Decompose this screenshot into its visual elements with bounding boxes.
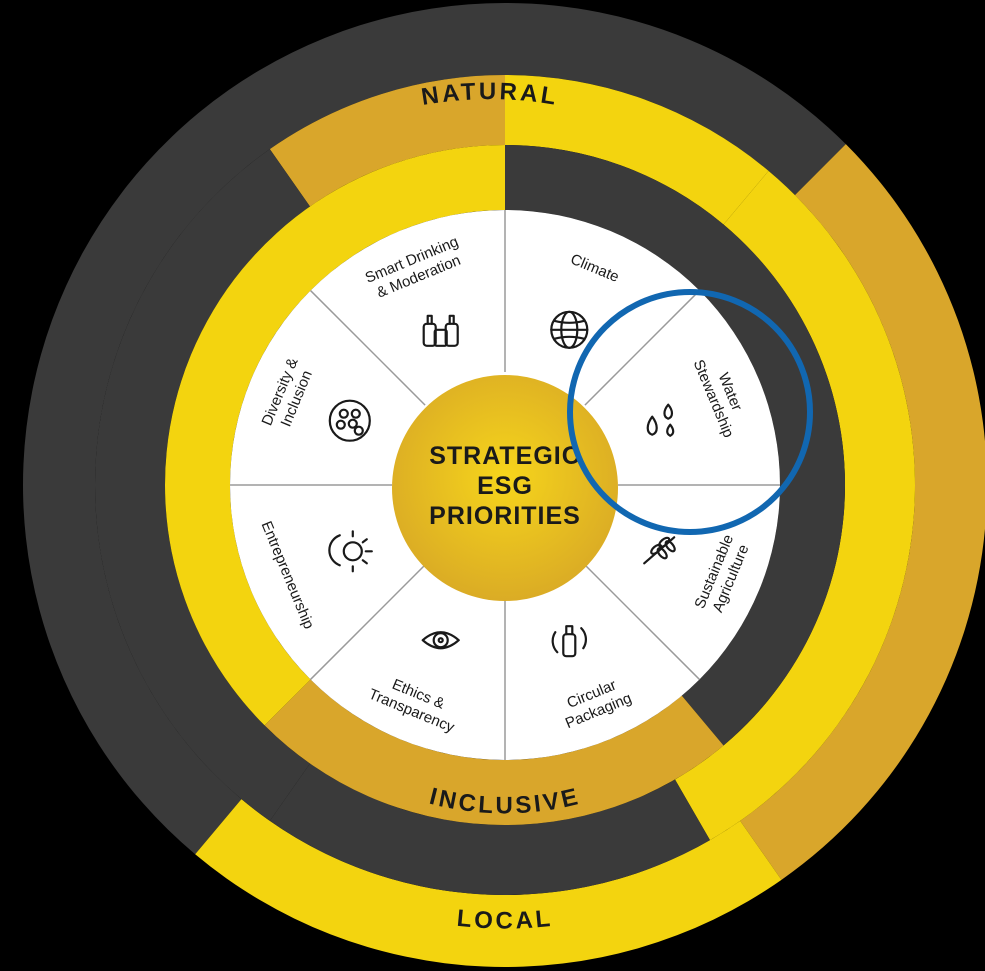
center-circle [392, 375, 618, 601]
center-title-line-1: STRATEGIC [429, 442, 581, 470]
inner-ring-dark-arc [505, 145, 846, 746]
eye-icon [421, 631, 460, 650]
outer-ring-dark-arc-2 [505, 3, 846, 196]
center-title-line-3: PRIORITIES [429, 502, 581, 530]
outer-ring [22, 3, 985, 967]
segment-divider [584, 564, 700, 680]
middle-ring [94, 75, 916, 896]
outer-ring-gold-arc [740, 144, 985, 880]
segment-dividers [230, 210, 780, 760]
middle-ring-dark-arc [269, 763, 710, 896]
middle-ring-gold-arc [269, 75, 505, 207]
sunrise-icon [328, 530, 373, 573]
center-title-line-2: ESG [477, 472, 533, 500]
inner-ring [164, 144, 846, 826]
recycle-bottle-icon [551, 625, 587, 658]
middle-ring-yellow-arc-2 [675, 170, 916, 841]
middle-ring-dark-arc-2 [94, 149, 310, 821]
people-group-icon [328, 399, 371, 442]
segment-divider [310, 564, 426, 680]
inner-ring-yellow-arc [164, 144, 505, 726]
wheat-icon [643, 536, 676, 565]
segment-divider [584, 290, 700, 406]
highlight-circle [567, 289, 813, 535]
water-drops-icon [646, 403, 675, 437]
outer-ring-yellow-arc [195, 799, 782, 967]
segment-divider [310, 290, 426, 406]
middle-ring-yellow-arc [505, 75, 769, 225]
bottles-icon [422, 314, 459, 347]
outer-ring-dark-arc [22, 3, 505, 855]
globe-icon [550, 310, 589, 349]
inner-ring-gold-arc [264, 679, 724, 826]
ring-label-local: LOCAL [456, 905, 555, 935]
